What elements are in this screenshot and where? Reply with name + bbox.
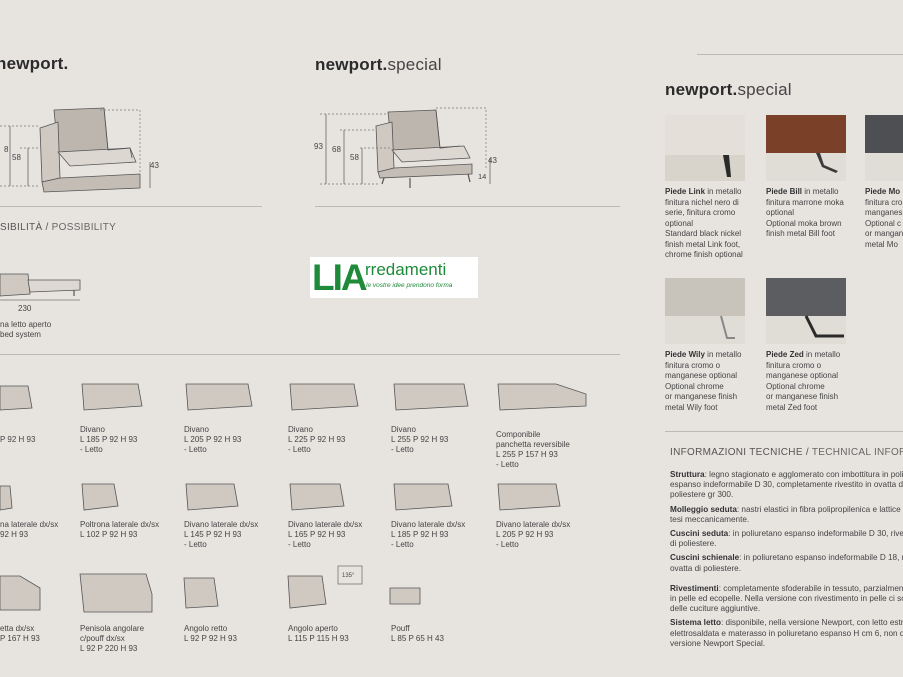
models-row1-drawings bbox=[0, 383, 587, 411]
model-sectional bbox=[497, 383, 587, 411]
bed-system-diagram: 230 bbox=[0, 273, 81, 313]
model-r3-3: Angolo retto L 92 P 92 H 93 bbox=[184, 624, 237, 643]
foot-wily-caption: Piede Wily in metallo finitura cromo o m… bbox=[665, 350, 742, 412]
tech-title: INFORMAZIONI TECNICHE / TECHNICAL INFOR bbox=[670, 447, 903, 458]
dim-mid-h5: 14 bbox=[478, 172, 486, 181]
dim-mid-h4: 43 bbox=[488, 156, 497, 165]
model-sofa-5 bbox=[393, 383, 469, 411]
possibility-title: SIBILITÀ / POSSIBILITY bbox=[0, 222, 117, 233]
foot-bill-caption: Piede Bill in metallo finitura marrone m… bbox=[766, 187, 844, 238]
model-sofa-4 bbox=[289, 383, 359, 411]
foot-zed-caption: Piede Zed in metallo finitura cromo o ma… bbox=[766, 350, 841, 412]
mid-brand-title: newport.special bbox=[315, 55, 442, 74]
bed-width-label: 230 bbox=[18, 304, 32, 313]
tech-list: Struttura: legno stagionato e agglomerat… bbox=[670, 470, 903, 660]
lia-arredamenti-logo: LIA rredamenti le vostre idee prendono f… bbox=[310, 257, 478, 298]
foot-link-caption: Piede Link in metallo finitura nichel ne… bbox=[665, 187, 743, 259]
armchair-diagram-mid: 93 68 58 43 14 bbox=[314, 107, 497, 188]
dim-left-h2: 58 bbox=[12, 153, 21, 162]
mid-rule-1 bbox=[315, 206, 620, 207]
model-sofa-2 bbox=[81, 383, 143, 411]
tech-cuscini-schienale: Cuscini schienale: in poliuretano espans… bbox=[670, 553, 903, 573]
model-r1-2: Divano L 185 P 92 H 93 - Letto bbox=[80, 425, 138, 454]
models-row3-drawings: 135° bbox=[0, 565, 421, 613]
foot-zed-swatch bbox=[766, 278, 846, 344]
tech-sistema-letto: Sistema letto: disponibile, nella versio… bbox=[670, 618, 903, 648]
model-r3-2: Penisola angolare c/pouff dx/sx L 92 P 2… bbox=[80, 624, 145, 653]
model-r1-4: Divano L 225 P 92 H 93 - Letto bbox=[288, 425, 346, 454]
model-r3-1: etta dx/sx P 167 H 93 bbox=[0, 624, 40, 643]
left-brand-title: newport. bbox=[0, 54, 69, 73]
model-r2-1: na laterale dx/sx 92 H 93 bbox=[0, 520, 59, 539]
angle-badge: 135° bbox=[342, 573, 355, 579]
dim-left-h3: 43 bbox=[150, 161, 159, 170]
models-rule bbox=[0, 354, 620, 355]
right-brand-title: newport.special bbox=[665, 80, 792, 99]
model-r2-4: Divano laterale dx/sx L 165 P 92 H 93 - … bbox=[288, 520, 363, 549]
tech-rule bbox=[665, 431, 903, 432]
tech-cuscini-seduta: Cuscini seduta: in poliuretano espanso i… bbox=[670, 529, 903, 549]
dim-mid-h3: 58 bbox=[350, 153, 359, 162]
bed-system-caption: na letto aperto bed system bbox=[0, 320, 52, 339]
foot-bill-swatch bbox=[766, 115, 846, 181]
model-r2-5: Divano laterale dx/sx L 185 P 92 H 93 - … bbox=[391, 520, 466, 549]
model-r1-6: Componibile panchetta reversibile L 255 … bbox=[496, 430, 570, 469]
dim-mid-h1: 93 bbox=[314, 142, 323, 151]
top-right-rule bbox=[697, 54, 903, 55]
model-r1-5: Divano L 255 P 92 H 93 - Letto bbox=[391, 425, 449, 454]
foot-mo-swatch bbox=[865, 115, 903, 181]
dim-mid-h2: 68 bbox=[332, 145, 341, 154]
foot-mo-caption: Piede Mo finitura cro manganes Optional … bbox=[865, 187, 903, 249]
armchair-diagram-left: 8 58 43 bbox=[0, 107, 159, 193]
model-r2-6: Divano laterale dx/sx L 205 P 92 H 93 - … bbox=[496, 520, 571, 549]
model-r1-1: P 92 H 93 bbox=[0, 435, 36, 444]
foot-wily-swatch bbox=[665, 278, 745, 344]
model-r3-5: Pouff L 85 P 65 H 43 bbox=[391, 624, 444, 643]
model-r3-4: Angolo aperto L 115 P 115 H 93 bbox=[288, 624, 349, 643]
dim-left-h1: 8 bbox=[4, 145, 9, 154]
model-r2-3: Divano laterale dx/sx L 145 P 92 H 93 - … bbox=[184, 520, 259, 549]
model-sofa-1 bbox=[0, 385, 33, 411]
foot-link-swatch bbox=[665, 115, 745, 181]
tech-struttura: Struttura: legno stagionato e agglomerat… bbox=[670, 470, 903, 500]
tech-molleggio: Molleggio seduta: nastri elastici in fib… bbox=[670, 504, 903, 524]
model-sofa-3 bbox=[185, 383, 253, 411]
tech-rivestimenti: Rivestimenti: completamente sfoderabile … bbox=[670, 583, 903, 614]
model-r1-3: Divano L 205 P 92 H 93 - Letto bbox=[184, 425, 242, 454]
model-r2-2: Poltrona laterale dx/sx L 102 P 92 H 93 bbox=[80, 520, 160, 539]
models-row2-drawings bbox=[0, 483, 561, 511]
left-rule-1 bbox=[0, 206, 262, 207]
